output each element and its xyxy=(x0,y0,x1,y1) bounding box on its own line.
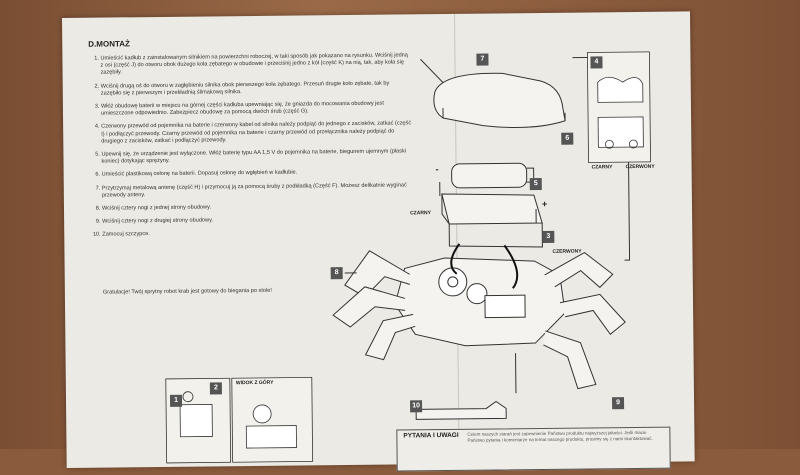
part-number-5: 5 xyxy=(529,177,542,191)
part-number-1: 1 xyxy=(169,394,183,407)
label-black-inset: CZARNY xyxy=(591,164,613,171)
label-red-wire: CZERWONY xyxy=(552,248,582,255)
robot-crab-assembly-diagram xyxy=(165,51,651,464)
part-number-7: 7 xyxy=(476,53,489,66)
part-number-9: 9 xyxy=(612,397,625,410)
label-minus: - xyxy=(435,164,439,175)
label-red-inset: CZERWONY xyxy=(625,163,655,171)
label-black-wire: CZARNY xyxy=(410,210,431,217)
faq-box: PYTANIA I UWAGI Celem naszych starań jes… xyxy=(396,426,671,472)
part-number-2: 2 xyxy=(209,382,222,395)
part-number-8: 8 xyxy=(330,267,343,280)
part-number-4: 4 xyxy=(590,56,603,69)
part-number-6: 6 xyxy=(561,132,574,145)
faq-text: Celem naszych starań jest zapewnienie Pa… xyxy=(467,429,653,443)
part-number-3: 3 xyxy=(542,230,555,243)
label-top-view: WIDOK Z GÓRY xyxy=(235,379,274,387)
instruction-sheet: D.MONTAŻ Umieścić kadłub z zainstalowany… xyxy=(62,11,695,472)
faq-title: PYTANIA I UWAGI xyxy=(403,431,459,440)
label-plus: + xyxy=(541,198,548,209)
part-number-10: 10 xyxy=(410,400,423,413)
